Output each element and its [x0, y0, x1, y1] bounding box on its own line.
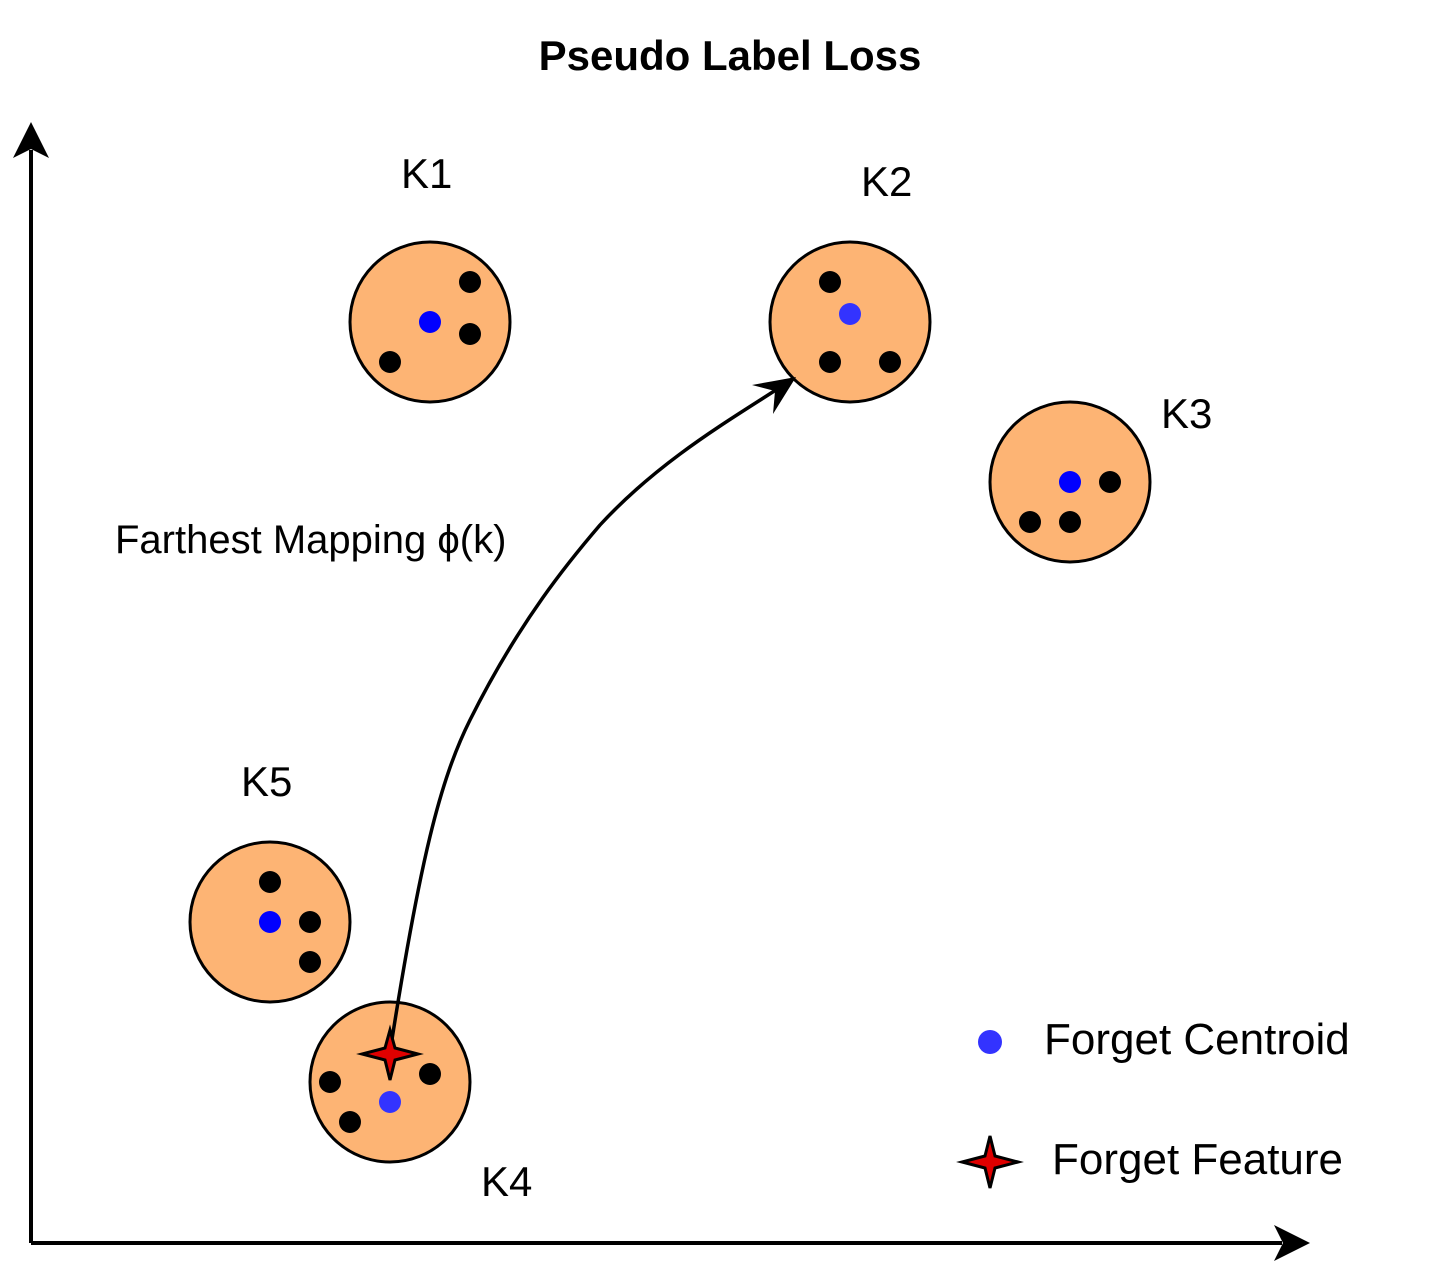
data-point: [819, 271, 841, 293]
data-point: [419, 1063, 441, 1085]
data-point: [1059, 511, 1081, 533]
data-point: [339, 1111, 361, 1133]
data-point: [1019, 511, 1041, 533]
data-point: [299, 911, 321, 933]
data-point: [879, 351, 901, 373]
farthest-mapping-arrow: [388, 377, 796, 1053]
legend-feature-star: [956, 1135, 1024, 1189]
centroid-point: [379, 1091, 401, 1113]
data-point: [379, 351, 401, 373]
data-point: [459, 323, 481, 345]
forget-feature-star: [356, 1024, 424, 1081]
centroid-point: [259, 911, 281, 933]
legend-feature-label: Forget Feature: [1052, 1135, 1344, 1184]
data-point: [459, 271, 481, 293]
cluster-label-k5: K5: [241, 758, 293, 805]
axes: [13, 122, 1310, 1261]
x-axis-arrowhead: [1274, 1225, 1310, 1261]
cluster-k3: [988, 400, 1152, 564]
cluster-label-k3: K3: [1161, 390, 1213, 437]
mapping-curve: [388, 384, 783, 1053]
cluster-k4: [308, 1000, 472, 1164]
data-point: [299, 951, 321, 973]
cluster-k1: [348, 240, 512, 404]
legend-centroid-marker: [978, 1030, 1002, 1054]
cluster-k5: [188, 840, 352, 1004]
legend-centroid-label: Forget Centroid: [1044, 1015, 1350, 1064]
data-point: [819, 351, 841, 373]
cluster-label-k4: K4: [481, 1158, 533, 1205]
diagram-title: Pseudo Label Loss: [538, 32, 922, 79]
centroid-point: [1059, 471, 1081, 493]
data-point: [259, 871, 281, 893]
centroid-point: [419, 311, 441, 333]
data-point: [319, 1071, 341, 1093]
cluster-label-k1: K1: [401, 150, 453, 197]
cluster-label-k2: K2: [861, 158, 913, 205]
centroid-point: [839, 303, 861, 325]
y-axis-arrowhead: [13, 122, 49, 158]
data-point: [1099, 471, 1121, 493]
mapping-annotation: Farthest Mapping ϕ(k): [115, 518, 507, 562]
mapping-arrowhead: [752, 377, 796, 414]
cluster-k2: [768, 240, 932, 404]
